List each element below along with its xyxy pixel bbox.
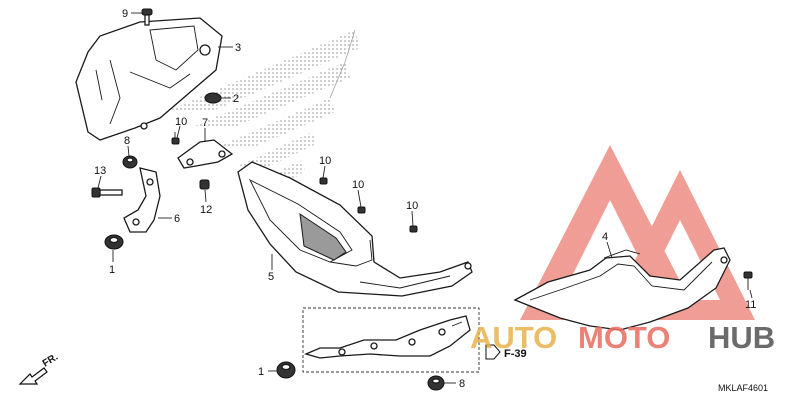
part-2-grommet xyxy=(204,92,222,104)
watermark-hub: HUB xyxy=(708,320,775,355)
callout-10-c: 10 xyxy=(352,179,364,191)
callout-8-b: 8 xyxy=(459,378,465,390)
callout-7: 7 xyxy=(202,117,208,129)
wing-decal xyxy=(170,29,360,184)
part-10-screw-d xyxy=(409,225,418,233)
part-6-stay xyxy=(123,167,161,233)
callout-10-d: 10 xyxy=(406,200,418,212)
callout-9: 9 xyxy=(122,8,128,20)
callout-8-a: 8 xyxy=(124,135,130,147)
callout-5: 5 xyxy=(268,271,274,283)
part-8-grommet-bottom xyxy=(427,375,445,391)
part-5-lower-cowl xyxy=(237,161,473,297)
part-7-bracket xyxy=(177,139,234,169)
part-10-screw-c xyxy=(357,206,366,214)
part-13-bolt xyxy=(91,187,123,198)
callout-12: 12 xyxy=(200,204,212,216)
part-4-side-cover xyxy=(513,247,731,331)
watermark-auto: AUTO xyxy=(470,320,557,355)
watermark-text: AUTO MOTO HUB xyxy=(470,320,775,355)
leader-lines xyxy=(97,12,753,384)
part-10-screw-b xyxy=(319,177,328,185)
part-12-clip xyxy=(199,179,210,190)
part-1-grommet-bottom xyxy=(276,361,296,379)
part-9-screw xyxy=(141,8,153,26)
callout-3: 3 xyxy=(235,42,241,54)
callout-1-a: 1 xyxy=(109,264,115,276)
callout-11: 11 xyxy=(745,299,756,311)
callout-13: 13 xyxy=(94,165,106,177)
diagram-code: MKLAF4601 xyxy=(718,383,768,393)
callout-10-a: 10 xyxy=(175,116,187,128)
callout-1-b: 1 xyxy=(258,366,264,378)
callout-4: 4 xyxy=(602,231,608,243)
front-direction-indicator: FR. xyxy=(18,352,61,385)
callout-2: 2 xyxy=(233,93,239,105)
reference-arrow: F-39 xyxy=(485,344,527,360)
part-11-screw xyxy=(743,271,753,290)
callout-6: 6 xyxy=(174,213,180,225)
watermark-moto: MOTO xyxy=(578,320,670,355)
part-8-grommet-upper xyxy=(122,155,138,169)
part-3-upper-cover xyxy=(75,17,223,141)
part-10-screw-a xyxy=(171,132,180,145)
callout-10-b: 10 xyxy=(319,155,331,167)
part-1-grommet-left xyxy=(104,234,124,250)
sub-assembly-box xyxy=(302,307,480,373)
direction-arrow-icon xyxy=(18,367,48,385)
reference-label: F-39 xyxy=(504,348,527,360)
direction-label: FR. xyxy=(41,352,61,370)
